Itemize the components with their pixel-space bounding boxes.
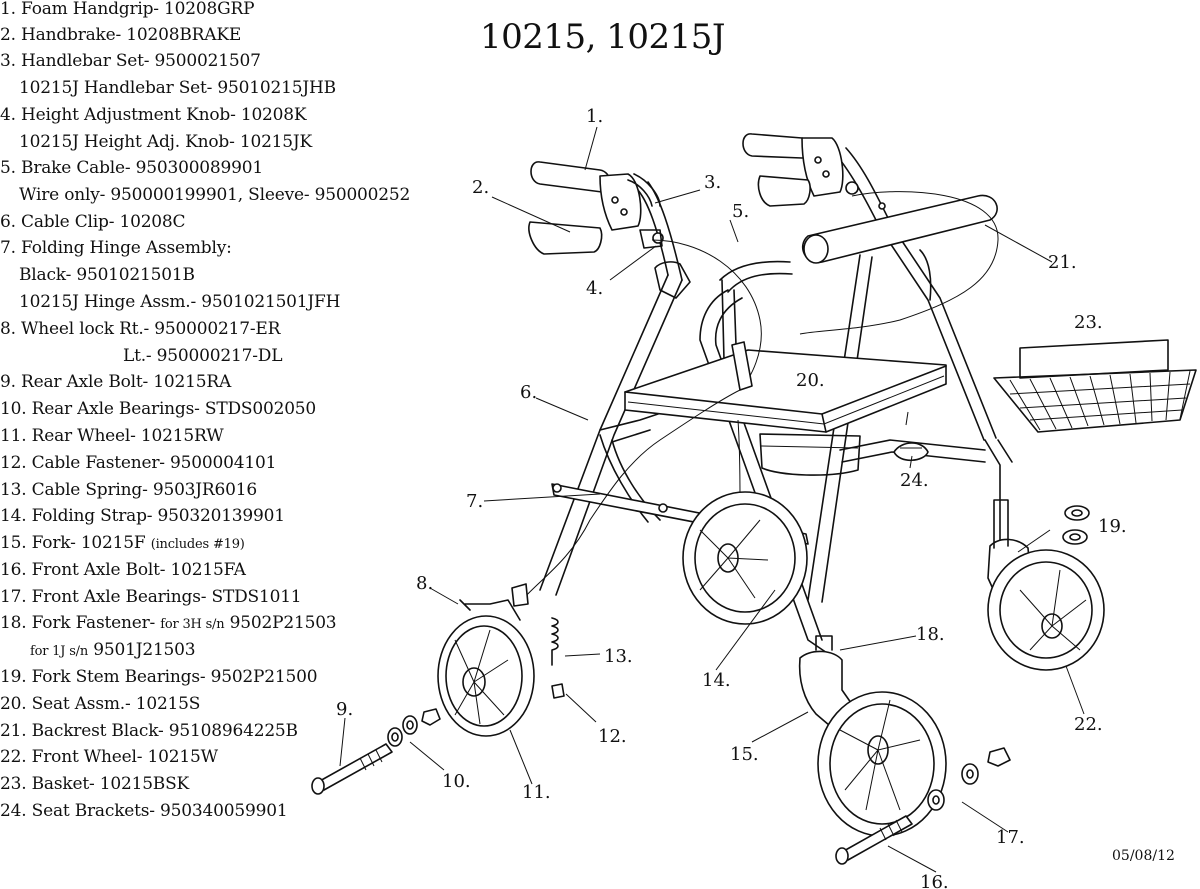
model-title: 10215, 10215J [480,17,726,57]
callout-7: 7. [466,491,483,512]
part-18: 18. Fork Fastener- for 3H s/n 9502P21503 [0,613,337,633]
callouts: 1. 2. 3. 4. 5. 6. 7. 8. 9. 10. 11. 12. 1… [336,106,1127,889]
revision-date: 05/08/12 [1112,848,1175,864]
callout-16: 16. [920,872,949,889]
part-21: 21. Backrest Black- 95108964225B [0,721,298,741]
part-8: 8. Wheel lock Rt.- 950000217-ER [0,319,281,339]
backrest [802,194,998,264]
callout-23: 23. [1074,312,1103,333]
callout-4: 4. [586,278,603,299]
callout-9: 9. [336,699,353,720]
callout-15: 15. [730,744,759,765]
callout-18: 18. [916,624,945,645]
callout-19: 19. [1098,516,1127,537]
callout-21: 21. [1048,252,1077,273]
callout-6: 6. [520,382,537,403]
part-11: 11. Rear Wheel- 10215RW [0,426,224,446]
callout-8: 8. [416,573,433,594]
part-20: 20. Seat Assm.- 10215S [0,694,201,714]
callout-5: 5. [732,201,749,222]
part-5: 5. Brake Cable- 950300089901 [0,158,264,178]
rear-wheel-back [682,491,808,625]
callout-20: 20. [796,370,825,391]
part-16: 16. Front Axle Bolt- 10215FA [0,560,246,580]
handlebars [528,133,886,255]
part-5-alt: Wire only- 950000199901, Sleeve- 9500002… [19,185,411,205]
part-7-black: Black- 9501021501B [19,265,195,285]
seat [624,349,947,476]
callout-14: 14. [702,670,731,691]
callout-12: 12. [598,726,627,747]
part-12: 12. Cable Fastener- 9500004101 [0,453,277,473]
callout-24: 24. [900,470,929,491]
loose-hardware [311,442,1090,865]
callout-2: 2. [472,177,489,198]
part-3-alt: 10215J Handlebar Set- 95010215JHB [19,78,336,98]
front-frame [599,254,1013,656]
callout-1: 1. [586,106,603,127]
basket [993,339,1197,433]
part-10: 10. Rear Axle Bearings- STDS002050 [0,399,317,419]
callout-17: 17. [996,827,1025,848]
part-4-alt: 10215J Height Adj. Knob- 10215JK [19,132,313,152]
callout-13: 13. [604,646,633,667]
callout-3: 3. [704,172,721,193]
callout-22: 22. [1074,714,1103,735]
part-19: 19. Fork Stem Bearings- 9502P21500 [0,667,318,687]
part-3: 3. Handlebar Set- 9500021507 [0,51,261,71]
part-15: 15. Fork- 10215F (includes #19) [0,533,245,553]
part-4: 4. Height Adjustment Knob- 10208K [0,105,307,125]
part-23: 23. Basket- 10215BSK [0,774,190,794]
part-6: 6. Cable Clip- 10208C [0,212,186,232]
part-2: 2. Handbrake- 10208BRAKE [0,25,242,45]
part-7: 7. Folding Hinge Assembly: [0,238,232,258]
part-8-left: Lt.- 950000217-DL [123,346,283,366]
brake-cables [523,191,999,599]
part-18-alt: for 1J s/n 9501J21503 [30,640,196,660]
callout-10: 10. [442,771,471,792]
part-13: 13. Cable Spring- 9503JR6016 [0,480,257,500]
leader-lines [339,126,1085,873]
rear-wheel [437,583,535,737]
part-22: 22. Front Wheel- 10215W [0,747,218,767]
callout-11: 11. [522,782,551,803]
front-wheel-right [987,499,1105,671]
part-24: 24. Seat Brackets- 950340059901 [0,801,288,821]
part-14: 14. Folding Strap- 950320139901 [0,506,285,526]
front-wheel-left [798,635,947,837]
part-17: 17. Front Axle Bearings- STDS1011 [0,587,302,607]
part-9: 9. Rear Axle Bolt- 10215RA [0,372,232,392]
part-1: 1. Foam Handgrip- 10208GRP [0,0,255,19]
part-7-alt: 10215J Hinge Assm.- 9501021501JFH [19,292,341,312]
